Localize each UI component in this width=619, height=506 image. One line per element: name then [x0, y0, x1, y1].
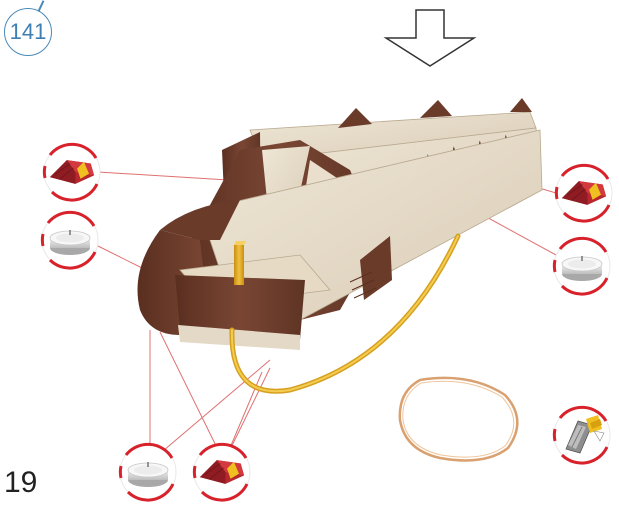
rubber-band-part-icon	[400, 378, 517, 461]
roof-panel-part-icon	[194, 444, 250, 500]
tealight-candle-part-icon	[554, 238, 610, 294]
roof-panel-part-icon	[556, 165, 612, 221]
tealight-candle-part-icon	[120, 444, 176, 500]
wooden-truss-structure	[138, 98, 543, 350]
down-arrow-icon	[386, 10, 474, 66]
tealight-candle-part-icon	[42, 212, 98, 268]
glue-cutter-tool-icon	[554, 407, 610, 463]
roof-panel-part-icon	[44, 144, 100, 200]
